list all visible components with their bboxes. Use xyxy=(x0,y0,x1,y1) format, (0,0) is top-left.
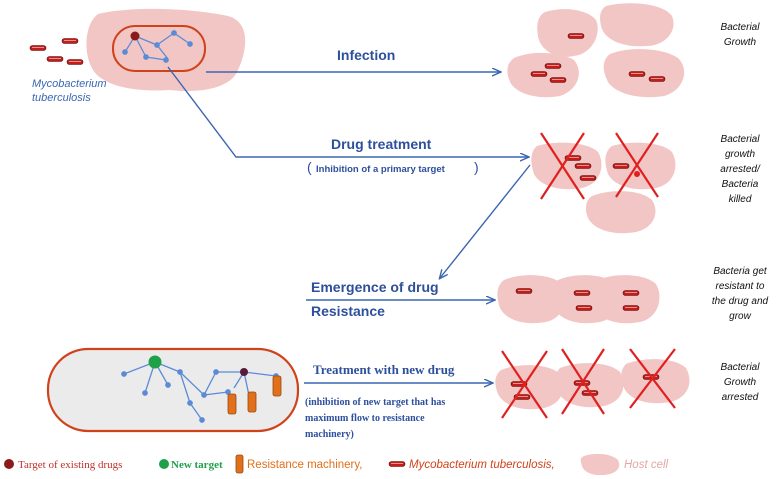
new-target-label-line1: (inhibition of new target that has xyxy=(305,397,445,408)
resistant-text-line4: grow xyxy=(729,311,751,322)
arrested-text-line4: Bacteria xyxy=(722,179,759,190)
legend-host-cell-label: Host cell xyxy=(624,459,669,471)
inhibition-primary-label: Inhibition of a primary target xyxy=(316,164,446,175)
source-network xyxy=(122,30,193,63)
resistance-machinery-2 xyxy=(247,391,257,413)
legend-new-target-label: New target xyxy=(171,459,223,471)
resistant-text-line1: Bacteria get xyxy=(713,266,768,277)
drug-treatment-label: Drug treatment xyxy=(331,136,432,152)
resistant-text-line2: resistant to xyxy=(716,281,765,292)
resistant-text-line3: the drug and xyxy=(712,296,769,307)
process-arrows xyxy=(167,66,531,383)
new-target-label-line2: maximum flow to resistance xyxy=(305,413,425,424)
final-text-line2: Growth xyxy=(724,377,757,388)
arrested-text-line5: killed xyxy=(729,194,752,205)
growth-text-line1: Bacterial xyxy=(721,22,761,33)
source-bacterium xyxy=(112,25,206,72)
emergence-label-line2: Resistance xyxy=(311,303,385,319)
mtb-label-line2: tuberculosis xyxy=(32,92,91,104)
legend-host-cell-icon xyxy=(580,453,620,476)
new-drug-label: Treatment with new drug xyxy=(313,362,455,377)
legend-resistance-icon xyxy=(235,454,244,474)
paren-open: ( xyxy=(307,159,312,175)
growth-outcome: Bacterial Growth xyxy=(721,22,761,48)
new-target-dot xyxy=(148,355,162,369)
infection-label: Infection xyxy=(337,47,395,63)
legend-new-target-dot xyxy=(159,459,169,469)
arrested-text-line3: arrested/ xyxy=(720,164,761,175)
final-red-crosses xyxy=(501,348,676,419)
treated-red-crosses xyxy=(540,132,659,200)
legend-existing-target-dot xyxy=(4,459,14,469)
existing-target-dot xyxy=(130,31,140,41)
resistance-machinery-3 xyxy=(272,375,282,397)
final-text-line1: Bacterial xyxy=(721,362,761,373)
emergence-label-line1: Emergence of drug xyxy=(311,279,439,295)
resistance-machinery-1 xyxy=(227,393,237,415)
arrested-outcome: Bacterial growth arrested/ Bacteria kill… xyxy=(720,134,761,205)
arrested-text-line2: growth xyxy=(725,149,755,160)
arrested-text-line1: Bacterial xyxy=(721,134,761,145)
resistance-emergence-arrow xyxy=(440,164,531,278)
treated-host-cells xyxy=(531,142,676,234)
source-host-cell xyxy=(86,8,246,92)
legend-mtb-icon xyxy=(388,461,406,467)
resistant-bacterium-large xyxy=(46,347,300,433)
mtb-label-line1: Mycobacterium xyxy=(32,78,107,90)
legend-resistance-label: Resistance machinery, xyxy=(247,459,362,471)
legend-existing-target-label: Target of existing drugs xyxy=(18,459,122,471)
final-text-line3: arrested xyxy=(722,392,759,403)
free-bacteria xyxy=(29,38,84,65)
paren-close: ) xyxy=(474,159,479,175)
existing-target-dot-large xyxy=(240,368,248,376)
drug-treatment-arrow xyxy=(167,66,528,157)
growth-text-line2: Growth xyxy=(724,37,757,48)
resistant-outcome: Bacteria get resistant to the drug and g… xyxy=(712,266,769,322)
new-target-label-line3: machinery) xyxy=(305,429,354,440)
growth-host-cells xyxy=(507,3,685,98)
legend: Target of existing drugs New target Resi… xyxy=(4,453,669,476)
legend-mtb-label: Mycobacterium tuberculosis, xyxy=(409,459,555,471)
final-outcome: Bacterial Growth arrested xyxy=(721,362,761,403)
resistant-host-cells xyxy=(497,275,660,324)
